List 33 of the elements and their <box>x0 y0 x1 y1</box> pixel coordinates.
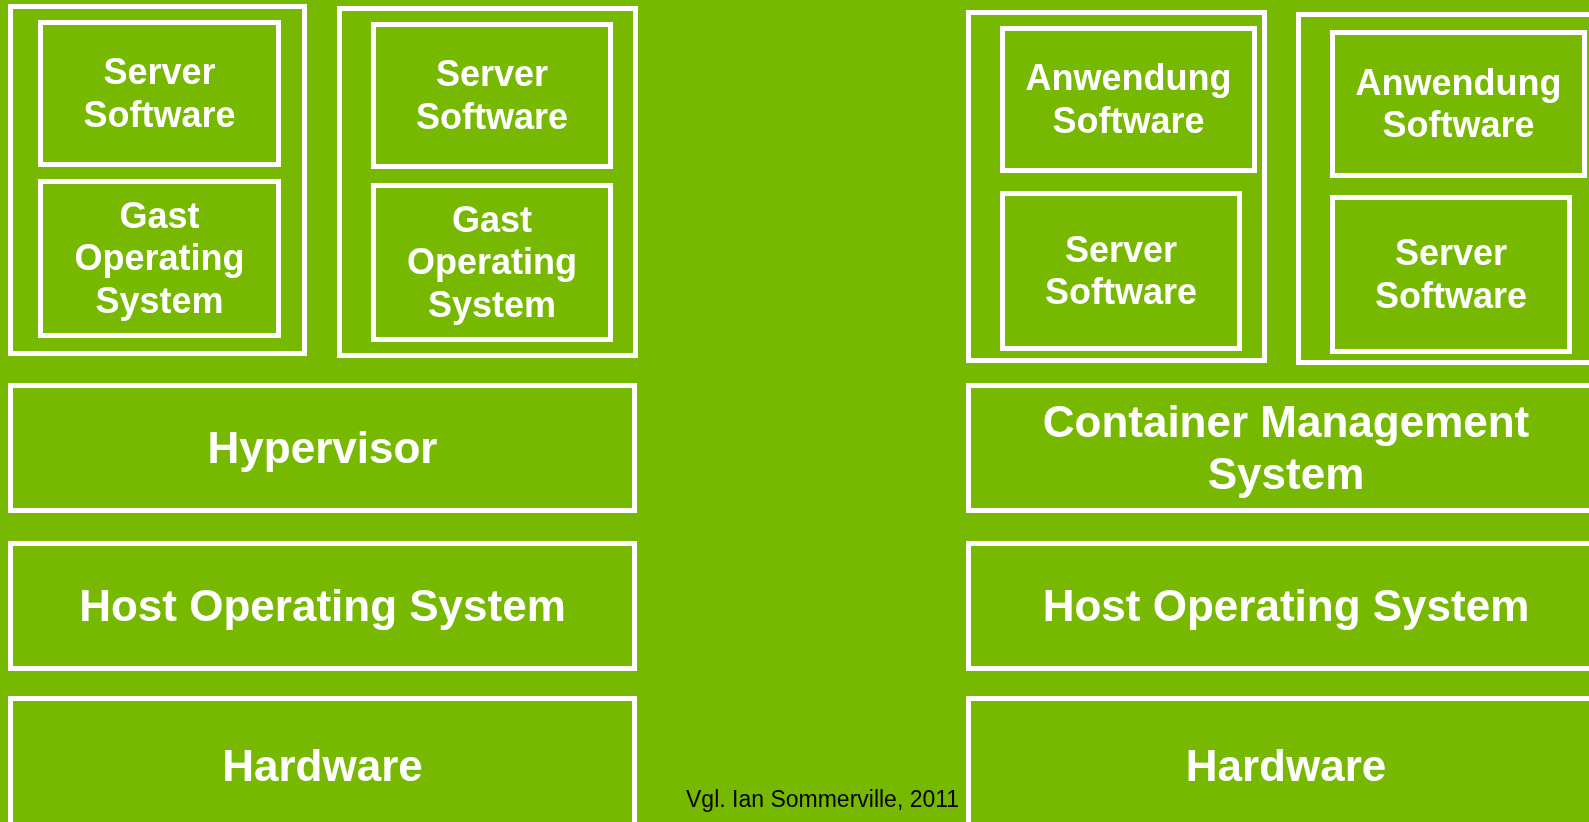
box-label: Gast Operating System <box>406 198 578 327</box>
box-label: Host Operating System <box>1042 580 1530 632</box>
box-label: Hypervisor <box>207 422 438 474</box>
container-box <box>8 4 307 356</box>
component-box <box>1000 191 1242 351</box>
component-box <box>1330 195 1572 354</box>
box-label: Server Software <box>1043 228 1198 314</box>
box-label: Server Software <box>414 53 569 138</box>
box-label: Hardware <box>1185 740 1387 792</box>
source-note: Vgl. Ian Sommerville, 2011 <box>686 786 960 813</box>
box-label: Anwendung Software <box>1024 57 1233 142</box>
layer-box <box>966 383 1589 513</box>
component-box <box>38 179 281 338</box>
layer-box <box>966 696 1589 822</box>
box-label: Container Management System <box>1041 396 1531 500</box>
component-box <box>38 20 281 167</box>
layer-box <box>8 383 637 513</box>
container-box <box>966 10 1267 363</box>
box-label: Server Software <box>1373 232 1528 317</box>
container-box <box>337 6 638 358</box>
component-box <box>1000 26 1257 173</box>
box-label: Hardware <box>222 740 423 792</box>
component-box <box>371 22 613 169</box>
container-box <box>1296 12 1589 365</box>
component-box <box>371 183 613 342</box>
box-label: Host Operating System <box>79 580 566 632</box>
component-box <box>1330 30 1587 178</box>
box-label: Gast Operating System <box>73 194 246 323</box>
layer-box <box>8 541 637 671</box>
layer-box <box>8 696 637 822</box>
box-label: Anwendung Software <box>1354 61 1563 147</box>
box-label: Server Software <box>82 51 237 136</box>
layer-box <box>966 541 1589 671</box>
